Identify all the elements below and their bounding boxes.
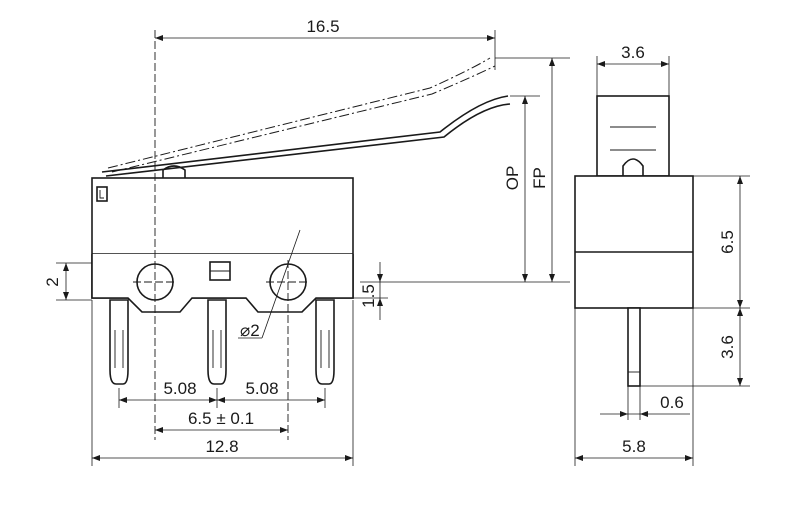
dim-side-height: 6.5 [718,230,737,254]
terminal-right [315,299,335,385]
dim-pitch-right: 5.08 [245,379,278,398]
dim-terminal-thickness: 0.6 [660,393,684,412]
side-terminal [627,307,641,387]
lever [101,95,511,177]
front-view [91,30,511,440]
dim-side-width: 5.8 [622,437,646,456]
dim-body-length: 12.8 [205,437,238,456]
dim-side-lever-width: 3.6 [621,43,645,62]
terminal-left [109,299,129,385]
dim-lever-length: 16.5 [306,17,339,36]
dim-pitch-left: 5.08 [163,379,196,398]
dim-terminal-length: 3.6 [718,335,737,359]
side-actuator [622,158,644,177]
dim-op-label: OP [503,166,522,191]
terminals [109,299,335,385]
front-dimensions: 16.5 OP FP 2 1.5 ⌀2 5.08 5.08 [43,17,570,466]
side-housing [574,175,694,309]
dim-fp-label: FP [530,167,549,189]
lever-free-position [107,57,491,169]
side-dimensions: 3.6 6.5 3.6 0.6 5.8 [574,43,750,466]
lever-free-position-inner [111,65,496,173]
terminal-middle [207,299,227,385]
polarity-mark [96,186,108,202]
dim-hole-height: 2 [43,277,62,286]
dim-hole-offset: 1.5 [359,284,378,308]
actuator-button [162,165,186,178]
dim-hole-spacing: 6.5 ± 0.1 [188,409,254,428]
side-view [574,95,694,387]
dim-hole-diameter: ⌀2 [240,321,260,340]
